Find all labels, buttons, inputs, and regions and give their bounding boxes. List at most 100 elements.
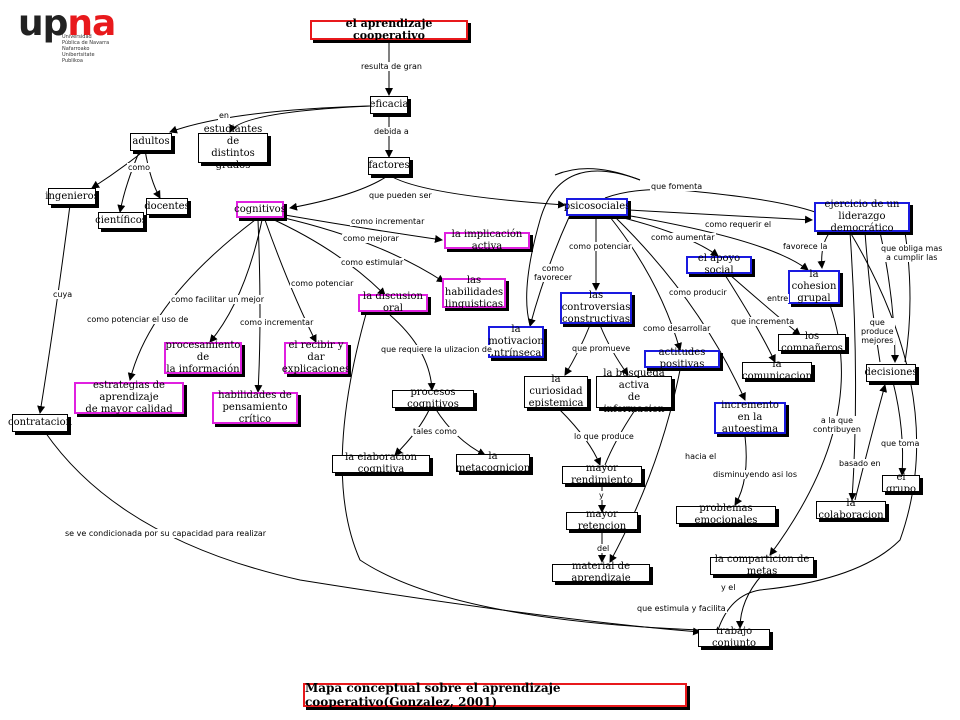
- node-apoyo-social: el apoyo social: [686, 253, 752, 276]
- node-recibir-dar-explicaciones: el recibir y dar explicaciones: [281, 340, 351, 375]
- node-controversias-constructivas: las controversias constructivas: [560, 290, 632, 325]
- node-incremento-autoestima: incremento en la autoestima: [714, 400, 786, 435]
- node-procesos-cognitivos: procesos cognitivos: [392, 387, 474, 410]
- label-cuya: cuya: [52, 290, 74, 299]
- node-busqueda-activa: la busqueda activa de informacion: [596, 368, 672, 415]
- diagram-caption: Mapa conceptual sobre el aprendizaje coo…: [303, 681, 687, 709]
- label-y: y: [598, 491, 605, 500]
- label-obliga: que obliga mas a cumplir las: [880, 244, 944, 262]
- logo-na-text: na: [67, 3, 116, 44]
- link-adultos-docentes: [144, 149, 161, 199]
- link-psico-ejercicio-fomenta: [604, 189, 816, 213]
- label-como-aumentar: como aumentar: [650, 233, 716, 242]
- node-companeros: los compañeros: [778, 331, 846, 354]
- label-promueve: que promueve: [571, 344, 632, 353]
- link-trabajo-discusion: [341, 299, 701, 631]
- node-comparticion-metas: la comparticion de metas: [710, 554, 814, 577]
- label-produce-mejores: que produce mejores: [860, 318, 895, 345]
- node-metacognicion: la metacognicion: [455, 451, 531, 474]
- label-favorece-la: favorece la: [782, 242, 829, 251]
- label-que-toma: que toma: [880, 439, 921, 448]
- label-y-el: y el: [720, 583, 737, 592]
- label-como-incrementar-1: como incrementar: [350, 217, 426, 226]
- label-debida: debida a: [373, 127, 410, 136]
- link-psico-ejercicio: [627, 209, 813, 224]
- link-comparticion-trabajo: [736, 574, 763, 629]
- node-mayor-rendimiento: mayor rendimiento: [562, 463, 642, 486]
- link-fomenta-motivacion: [526, 170, 641, 326]
- upna-logo: upna Universidad Pública de Navarra Nafa…: [18, 3, 116, 65]
- link-apoyo-companeros: [729, 274, 801, 336]
- link-psico-autoestima: [614, 216, 746, 401]
- link-cognitivos-pensamiento: [254, 219, 263, 393]
- node-material-aprendizaje: material de aprendizaje: [552, 561, 650, 584]
- label-fomenta: que fomenta: [650, 182, 704, 191]
- label-del: del: [596, 544, 611, 553]
- label-como-incrementar-2: como incrementar: [239, 318, 315, 327]
- link-cognitivos-habilidades: [279, 216, 445, 283]
- link-colaboracion-decisiones: [854, 384, 888, 501]
- link-ejercicio-produce: [864, 231, 881, 363]
- label-contribuyen: a la que contribuyen: [812, 416, 862, 434]
- label-estimula-facilita: que estimula y facilita: [636, 604, 727, 613]
- label-como-producir: como producir: [668, 288, 728, 297]
- link-factores-cognitivos: [289, 174, 390, 211]
- link-adultos-ingenieros: [91, 149, 146, 189]
- link-cognitivos-procesamiento: [209, 219, 263, 343]
- node-motivacion-intrinseca: la motivacion intrínseca: [488, 324, 544, 359]
- node-estudiantes: estudiantes de distintos grados: [198, 124, 268, 171]
- label-como-desarrollar: como desarrollar: [642, 324, 712, 333]
- node-mayor-retencion: mayor retencion: [566, 509, 638, 532]
- label-disminuyendo: disminuyendo asi los: [712, 470, 798, 479]
- label-entre: entre: [766, 294, 790, 303]
- node-docentes: docentes: [144, 198, 190, 215]
- node-contratacion: contratacion: [8, 414, 72, 432]
- node-factores: factores: [368, 157, 410, 175]
- label-como: como: [127, 163, 151, 172]
- label-resulta: resulta de gran: [360, 62, 423, 71]
- node-procesamiento-informacion: procesamiento de la información: [164, 340, 242, 375]
- node-trabajo-conjunto: trabajo conjunto: [698, 626, 770, 649]
- label-que-incrementa: que incrementa: [730, 317, 796, 326]
- node-eficacia: eficacia: [370, 96, 408, 114]
- label-como-facilitar: como facilitar un mejor: [170, 295, 265, 304]
- label-como-mejorar: como mejorar: [342, 234, 400, 243]
- label-lo-que-produce: lo que produce: [573, 432, 635, 441]
- label-como-potenciar-1: como potenciar: [568, 242, 633, 251]
- link-contratacion-trabajo: [44, 431, 701, 636]
- node-problemas-emocionales: problemas emocionales: [676, 503, 776, 526]
- node-ejercicio-liderazgo: ejercicio de un liderazgo democrático: [814, 199, 910, 234]
- link-psico-actitudes: [609, 216, 682, 351]
- logo-up-text: up: [18, 3, 68, 44]
- node-cohesion-grupal: la cohesion grupal: [788, 269, 840, 304]
- node-actitudes-positivas: actitudes positivas: [644, 347, 720, 370]
- label-hacia-el: hacia el: [684, 452, 718, 461]
- node-habilidades-linguisticas: las habilidades linguisticas: [442, 275, 506, 310]
- label-en: en: [218, 111, 230, 120]
- node-discusion-oral: la discusion oral: [358, 291, 428, 314]
- link-psico-cohesion: [624, 214, 809, 271]
- label-como-estimular: como estimular: [340, 258, 405, 267]
- label-como-favorecer: como favorecer: [533, 264, 573, 282]
- label-basado-en: basado en: [838, 459, 882, 468]
- label-como-potenciar-uso: como potenciar el uso de: [86, 315, 190, 324]
- label-tales-como: tales como: [412, 427, 458, 436]
- link-ejercicio-colaboracion: [848, 231, 857, 501]
- link-factores-psicosociales: [388, 174, 566, 209]
- node-curiosidad-epistemica: la curiosidad epistemica: [524, 374, 588, 409]
- label-pueden-ser: que pueden ser: [368, 191, 433, 200]
- node-decisiones: decisiones: [865, 364, 917, 382]
- node-implicacion-activa: la implicación activa: [444, 229, 530, 252]
- label-requiere: que requiere la ulizacion de: [380, 345, 493, 354]
- link-cognitivos-discusion: [269, 217, 386, 296]
- node-elaboracion-cognitiva: la elaboracion cognitiva: [332, 452, 430, 475]
- node-estrategias-aprendizaje: estrategias de aprendizaje de mayor cali…: [74, 380, 184, 415]
- node-psicosociales: psicosociales: [564, 198, 630, 216]
- node-adultos: adultos: [130, 133, 172, 151]
- link-ejercicio-trabajo: [717, 231, 918, 631]
- link-cognitivos-implicacion: [284, 214, 443, 243]
- label-como-potenciar-2: como potenciar: [290, 279, 355, 288]
- node-colaboracion: la colaboracion: [816, 498, 886, 521]
- label-como-requerir: como requerir el: [704, 220, 773, 229]
